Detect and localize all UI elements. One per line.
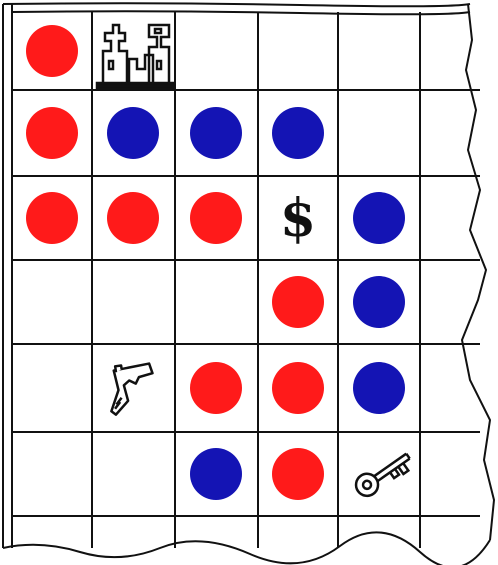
red-piece[interactable] bbox=[26, 192, 78, 244]
blue-piece[interactable] bbox=[107, 107, 159, 159]
castle-icon bbox=[97, 25, 173, 89]
red-piece[interactable] bbox=[190, 362, 242, 414]
dollar-sign: $ bbox=[280, 188, 316, 249]
red-piece[interactable] bbox=[190, 192, 242, 244]
red-piece[interactable] bbox=[272, 362, 324, 414]
red-piece[interactable] bbox=[26, 25, 78, 77]
red-piece[interactable] bbox=[272, 276, 324, 328]
blue-piece[interactable] bbox=[272, 107, 324, 159]
grid-lines bbox=[3, 3, 494, 565]
red-piece[interactable] bbox=[26, 107, 78, 159]
red-piece[interactable] bbox=[107, 192, 159, 244]
gun-icon bbox=[105, 361, 157, 415]
blue-piece[interactable] bbox=[353, 192, 405, 244]
cells-layer: $ bbox=[26, 25, 415, 501]
blue-piece[interactable] bbox=[353, 362, 405, 414]
blue-piece[interactable] bbox=[353, 276, 405, 328]
blue-piece[interactable] bbox=[190, 107, 242, 159]
red-piece[interactable] bbox=[272, 448, 324, 500]
blue-piece[interactable] bbox=[190, 448, 242, 500]
key-icon bbox=[352, 447, 415, 501]
